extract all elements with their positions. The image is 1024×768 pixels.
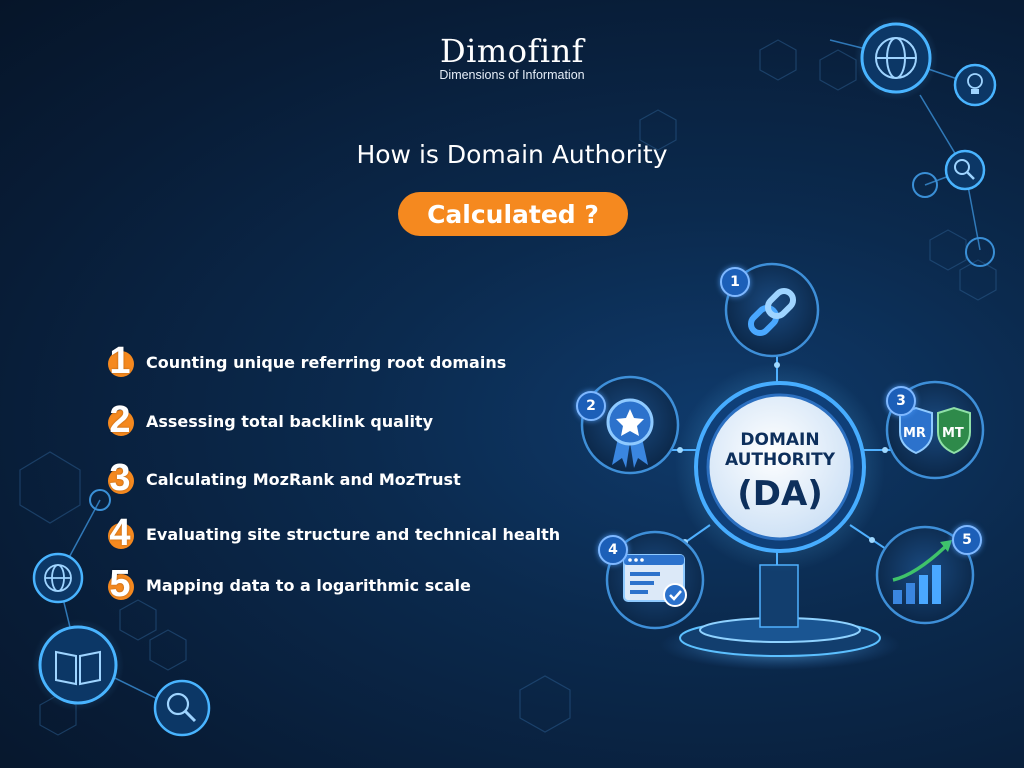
- page-title: How is Domain Authority: [356, 140, 668, 169]
- da-hub-label: DOMAIN AUTHORITY (DA): [690, 430, 870, 516]
- pedestal-base: [660, 564, 900, 670]
- book-icon: [32, 619, 124, 711]
- step-label: Counting unique referring root domains: [146, 352, 507, 372]
- step-item: 2 Assessing total backlink quality: [106, 399, 433, 441]
- hub-line-2: AUTHORITY: [724, 450, 836, 470]
- step-label: Mapping data to a logarithmic scale: [146, 575, 471, 595]
- step-number-badge: 5: [106, 563, 138, 605]
- title-highlight-text: Calculated ?: [427, 199, 599, 229]
- search-icon-bottom: [153, 679, 211, 737]
- step-number-badge: 3: [106, 457, 138, 499]
- step-item: 5 Mapping data to a logarithmic scale: [106, 563, 471, 605]
- step-item: 4 Evaluating site structure and technica…: [106, 512, 561, 554]
- step-number-badge: 2: [106, 399, 138, 441]
- logo-wordmark: Dimofinf: [439, 32, 585, 70]
- node-growth: [875, 525, 975, 625]
- growth-chart-icon: [892, 540, 952, 604]
- da-diagram: DOMAIN AUTHORITY (DA) MR MT 1 2 3 4 5: [560, 250, 1000, 670]
- step-item: 1 Counting unique referring root domains: [106, 340, 507, 382]
- step-number-badge: 4: [106, 512, 138, 554]
- step-item: 3 Calculating MozRank and MozTrust: [106, 457, 461, 499]
- node-badge-3: 3: [886, 386, 916, 416]
- step-label: Assessing total backlink quality: [146, 411, 433, 431]
- globe-icon-small: [32, 552, 84, 604]
- checklist-window-icon: [623, 554, 687, 607]
- link-chain-icon: [747, 287, 797, 337]
- step-number-badge: 1: [106, 340, 138, 382]
- title-highlight-pill: Calculated ?: [398, 192, 628, 236]
- brand-logo: Dimofinf Dimensions of Information: [0, 34, 1024, 82]
- da-hub: [675, 362, 885, 572]
- step-label: Calculating MozRank and MozTrust: [146, 469, 461, 489]
- node-badge-5: 5: [952, 525, 982, 555]
- shield-icon: [899, 406, 971, 455]
- node-badge-1: 1: [720, 267, 750, 297]
- shield-label-mr: MR: [903, 426, 926, 441]
- node-badge-4: 4: [598, 535, 628, 565]
- node-badge-2: 2: [576, 391, 606, 421]
- award-badge-icon: [606, 398, 654, 468]
- shield-label-mt: MT: [942, 426, 964, 441]
- node-award: [580, 375, 680, 475]
- step-label: Evaluating site structure and technical …: [146, 524, 561, 544]
- node-checklist: [605, 530, 705, 630]
- hub-line-3: (DA): [737, 474, 823, 514]
- hub-line-1: DOMAIN: [740, 430, 820, 450]
- logo-tagline: Dimensions of Information: [439, 68, 585, 82]
